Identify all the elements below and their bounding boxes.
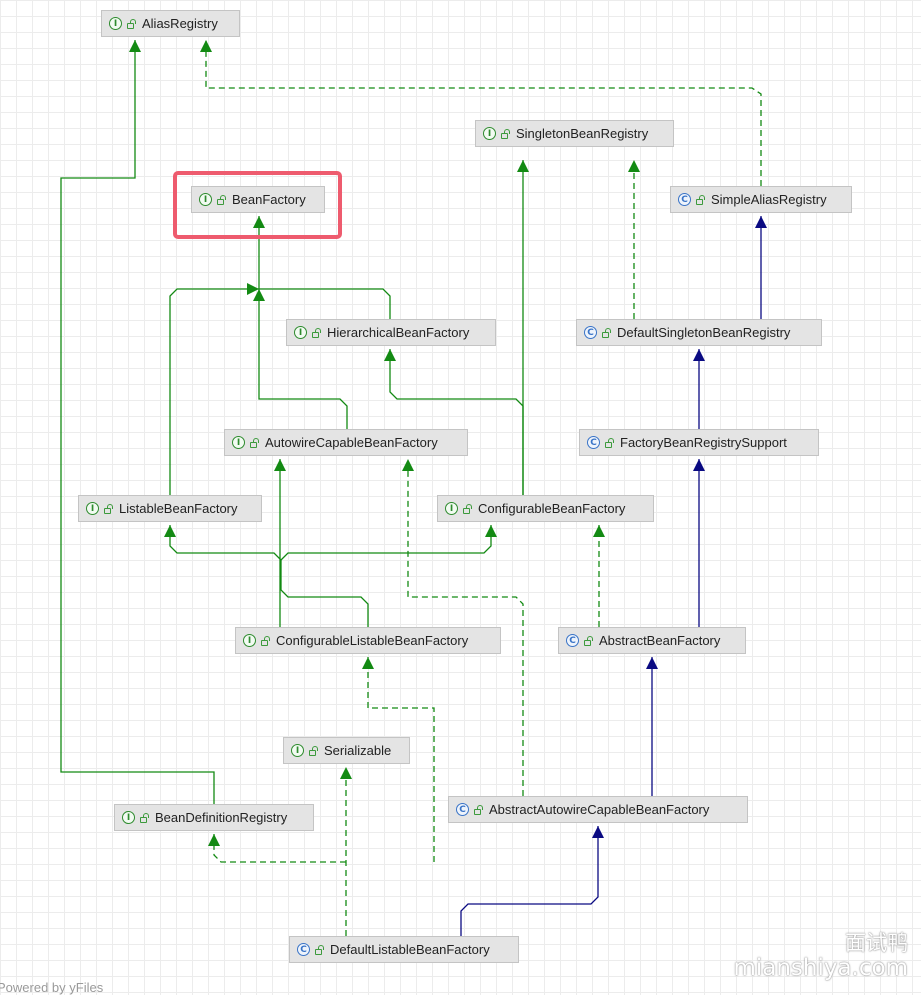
interface-icon: I [294,326,307,339]
interface-icon: I [122,811,135,824]
node-simple-alias-registry[interactable]: C SimpleAliasRegistry [670,186,852,213]
interface-icon: I [199,193,212,206]
interface-icon: I [86,502,99,515]
interface-icon: I [445,502,458,515]
edge-default-listable-bean-factory-to-bean-definition-registry [208,834,346,863]
public-lock-icon [604,437,614,448]
node-label: Serializable [324,743,392,758]
public-lock-icon [311,327,321,338]
node-label: DefaultListableBeanFactory [330,942,490,957]
node-label: BeanDefinitionRegistry [155,810,288,825]
node-label: SingletonBeanRegistry [516,126,649,141]
public-lock-icon [583,635,593,646]
node-label: SimpleAliasRegistry [711,192,827,207]
node-label: AbstractBeanFactory [599,633,721,648]
class-icon: C [587,436,600,449]
edge-hierarchical-bean-factory-to-bean-factory [253,216,391,319]
public-lock-icon [462,503,472,514]
watermark-title: 面试鸭 [845,931,908,955]
public-lock-icon [473,804,483,815]
public-lock-icon [126,18,136,29]
interface-icon: I [243,634,256,647]
edge-configurable-listable-bean-factory-to-configurable-bean-factory [280,525,497,561]
bean-factory-highlight-box [173,171,342,239]
public-lock-icon [103,503,113,514]
edge-listable-bean-factory-to-bean-factory [169,283,259,495]
interface-icon: I [291,744,304,757]
edge-bean-definition-registry-to-alias-registry [60,40,215,804]
public-lock-icon [139,812,149,823]
class-icon: C [297,943,310,956]
class-icon: C [566,634,579,647]
public-lock-icon [695,194,705,205]
node-abstract-bean-factory[interactable]: C AbstractBeanFactory [558,627,746,654]
node-label: ConfigurableListableBeanFactory [276,633,469,648]
node-label: AbstractAutowireCapableBeanFactory [489,802,710,817]
node-bean-factory[interactable]: I BeanFactory [191,186,325,213]
public-lock-icon [216,194,226,205]
node-label: HierarchicalBeanFactory [327,325,470,340]
node-label: AutowireCapableBeanFactory [265,435,438,450]
interface-icon: I [232,436,245,449]
public-lock-icon [308,745,318,756]
class-icon: C [678,193,691,206]
node-label: BeanFactory [232,192,306,207]
node-hierarchical-bean-factory[interactable]: I HierarchicalBeanFactory [286,319,496,346]
node-default-singleton-bean-registry[interactable]: C DefaultSingletonBeanRegistry [576,319,822,346]
node-abstract-autowire-capable-bean-factory[interactable]: C AbstractAutowireCapableBeanFactory [448,796,748,823]
class-icon: C [584,326,597,339]
edge-autowire-capable-bean-factory-to-bean-factory [253,289,348,429]
node-singleton-bean-registry[interactable]: I SingletonBeanRegistry [475,120,674,147]
node-configurable-bean-factory[interactable]: I ConfigurableBeanFactory [437,495,654,522]
node-default-listable-bean-factory[interactable]: C DefaultListableBeanFactory [289,936,519,963]
node-label: FactoryBeanRegistrySupport [620,435,787,450]
node-autowire-capable-bean-factory[interactable]: I AutowireCapableBeanFactory [224,429,468,456]
edge-simple-alias-registry-to-alias-registry [200,40,762,186]
public-lock-icon [314,944,324,955]
node-bean-definition-registry[interactable]: I BeanDefinitionRegistry [114,804,314,831]
public-lock-icon [249,437,259,448]
edge-configurable-listable-bean-factory-to-listable-bean-factory [164,525,369,627]
node-label: DefaultSingletonBeanRegistry [617,325,791,340]
public-lock-icon [260,635,270,646]
class-icon: C [456,803,469,816]
node-configurable-listable-bean-factory[interactable]: I ConfigurableListableBeanFactory [235,627,501,654]
watermark-url: mianshiya.com [733,955,908,981]
edge-abstract-autowire-capable-bean-factory-to-autowire-capable-bean-factory [402,459,524,796]
node-label: AliasRegistry [142,16,218,31]
powered-by-footer: Powered by yFiles [0,980,104,995]
edge-default-listable-bean-factory-to-abstract-autowire-capable-bean-factory [460,826,604,936]
node-alias-registry[interactable]: I AliasRegistry [101,10,240,37]
node-listable-bean-factory[interactable]: I ListableBeanFactory [78,495,262,522]
edge-configurable-bean-factory-to-hierarchical-bean-factory [384,349,524,495]
public-lock-icon [500,128,510,139]
edge-default-listable-bean-factory-to-configurable-listable-bean-factory [362,657,435,862]
public-lock-icon [601,327,611,338]
node-serializable[interactable]: I Serializable [283,737,410,764]
interface-icon: I [483,127,496,140]
interface-icon: I [109,17,122,30]
node-label: ConfigurableBeanFactory [478,501,626,516]
node-factory-bean-registry-support[interactable]: C FactoryBeanRegistrySupport [579,429,819,456]
node-label: ListableBeanFactory [119,501,238,516]
